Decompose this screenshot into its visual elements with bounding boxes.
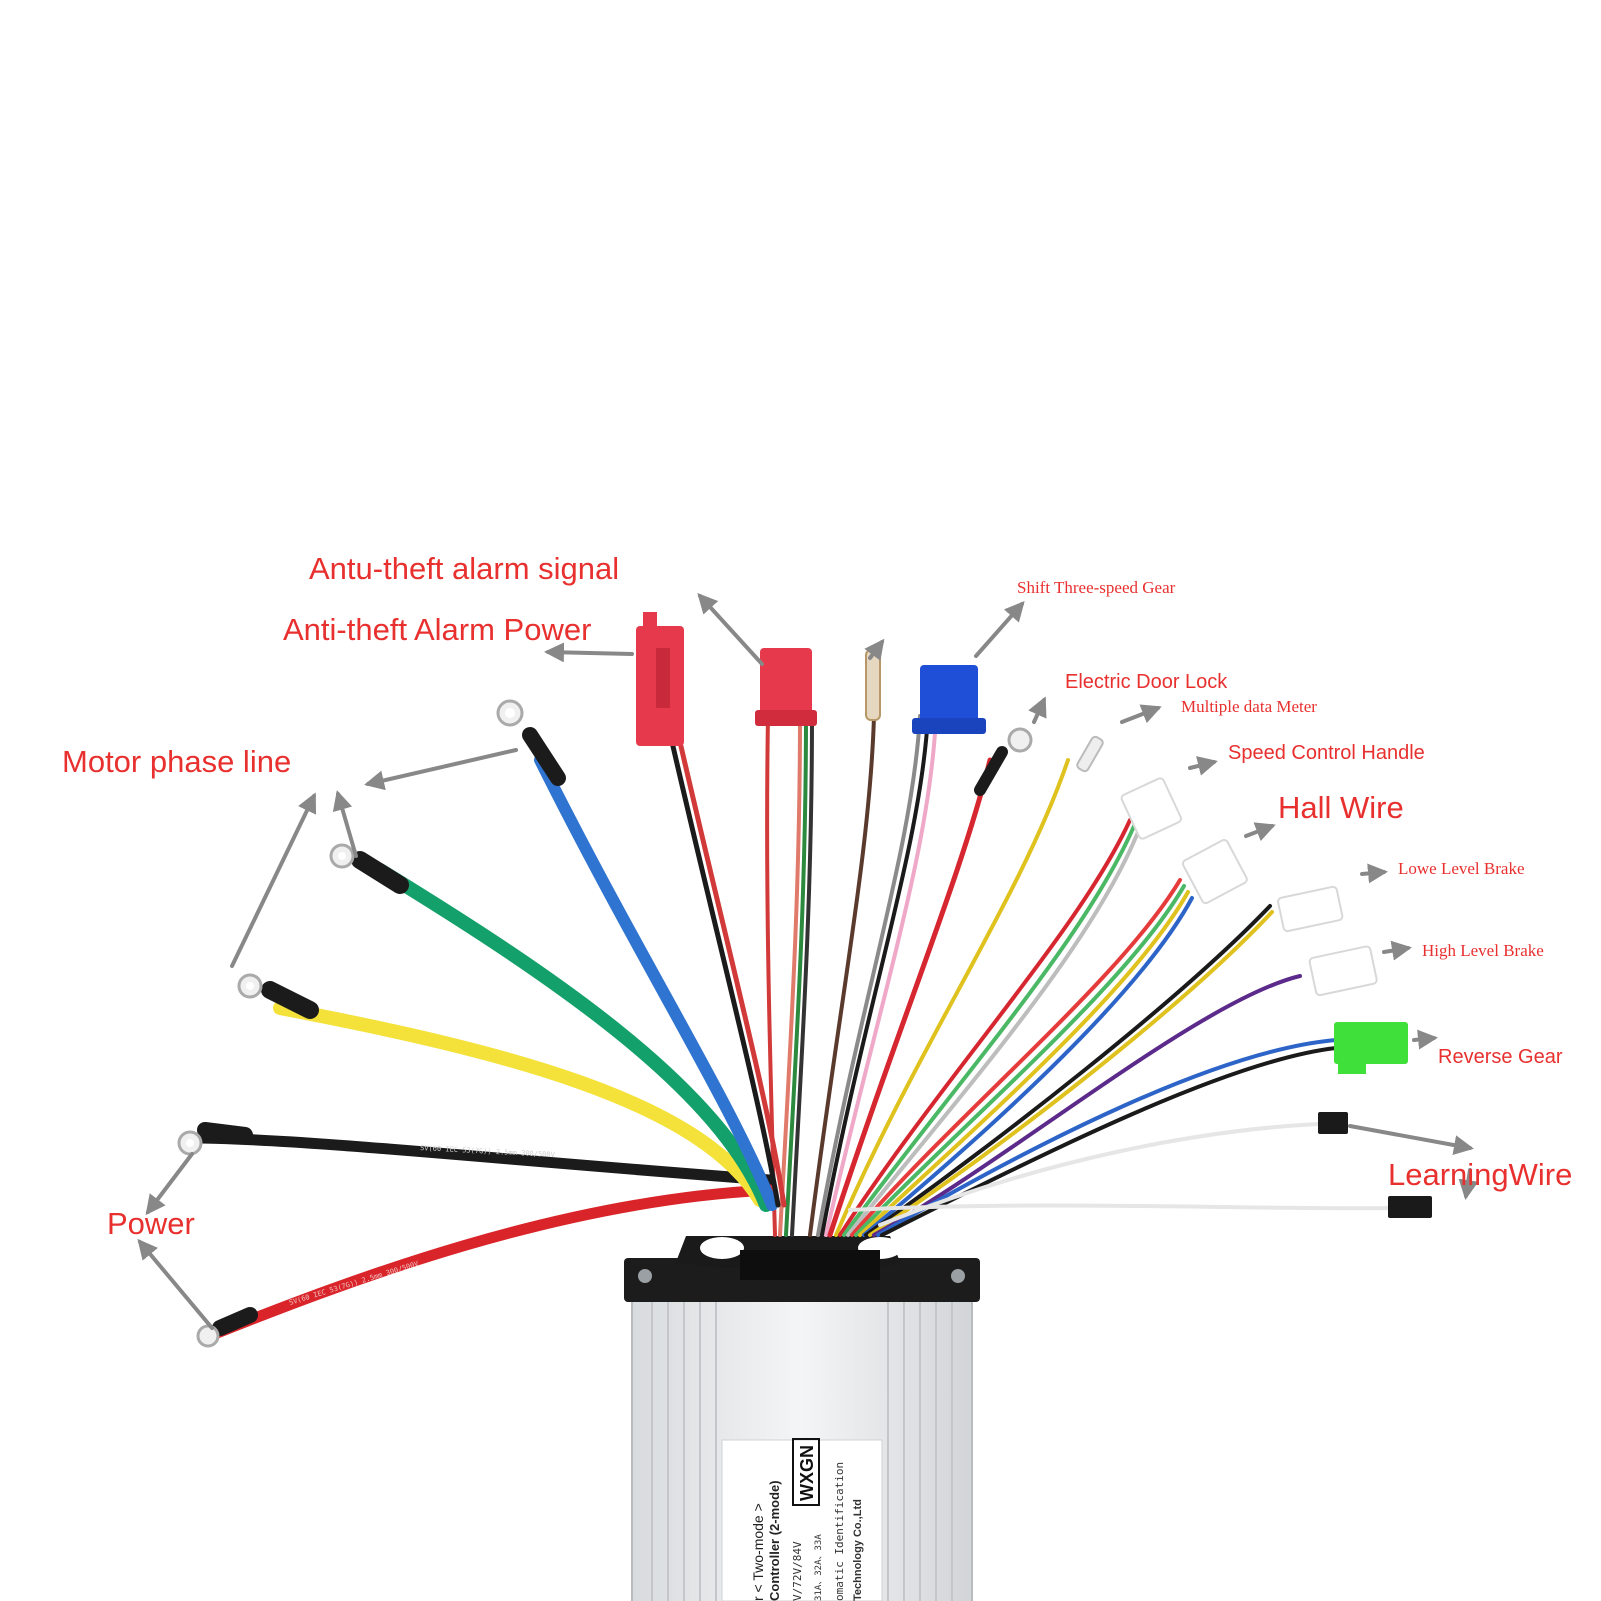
signal-wires — [765, 714, 1394, 1238]
ring-terminal-icon — [974, 727, 1033, 796]
power-wire-red — [206, 1184, 776, 1341]
arrow-icon — [332, 790, 358, 858]
controller-label-sticker — [721, 1439, 883, 1601]
ring-terminal-icon — [496, 699, 566, 786]
shift-gear-connector — [912, 665, 986, 734]
label-antitheft-signal: Antu-theft alarm signal — [309, 551, 619, 586]
label-motor-phase: Motor phase line — [62, 744, 291, 779]
red-cable-print: SV(60 IEC 53(7G)) 2.5mm 300/500V — [288, 1260, 420, 1307]
sticker-text: WXGN r < Two-mode > Controller (2-mode) … — [750, 1438, 864, 1601]
label-shift-gear: Shift Three-speed Gear — [1017, 578, 1176, 597]
phase-wire-blue — [534, 754, 778, 1211]
antitheft-power-connector — [636, 612, 684, 746]
phase-wire-yellow — [273, 1001, 767, 1207]
arrow-icon — [230, 792, 317, 968]
arrow-icon — [364, 748, 518, 791]
label-speed-handle: Speed Control Handle — [1228, 742, 1425, 764]
sticker-line-2: Controller (2-mode) — [767, 1480, 782, 1601]
arrow-icon — [1188, 756, 1218, 776]
arrow-icon — [1382, 940, 1412, 961]
sticker-line-1: r < Two-mode > — [750, 1503, 766, 1601]
power-wires — [194, 739, 787, 1341]
arrow-icon — [1348, 1124, 1474, 1155]
ring-terminals — [177, 649, 1104, 1348]
antitheft-signal-connector — [755, 648, 817, 726]
label-door-lock: Electric Door Lock — [1065, 671, 1228, 693]
ring-terminal-icon — [196, 1307, 258, 1348]
controller-housing — [624, 1236, 980, 1601]
label-low-brake: Lowe Level Brake — [1398, 859, 1525, 878]
label-learning-wire: LearningWire — [1388, 1157, 1572, 1192]
label-high-brake: High Level Brake — [1422, 941, 1544, 960]
ring-terminal-icon — [237, 973, 319, 1019]
hall-wire-connector — [1181, 839, 1248, 905]
power-wire-black — [194, 1132, 776, 1186]
spade-terminal-icon — [1076, 735, 1104, 773]
label-power: Power — [107, 1206, 195, 1241]
arrow-icon — [974, 601, 1025, 658]
spade-terminal-icon — [865, 649, 881, 721]
ring-terminal-icon — [329, 843, 409, 894]
label-reverse-gear: Reverse Gear — [1438, 1046, 1563, 1068]
label-antitheft-power: Anti-theft Alarm Power — [283, 612, 591, 647]
arrow-icon — [1412, 1029, 1438, 1050]
arrow-icon — [864, 638, 885, 661]
arrow-icon — [145, 1152, 194, 1216]
learning-wire-connector-a — [1318, 1112, 1348, 1134]
sticker-line-3: V/72V/84V — [791, 1541, 804, 1601]
arrow-icon — [544, 642, 634, 663]
label-hall-wire: Hall Wire — [1278, 790, 1404, 825]
arrow-icon — [1360, 863, 1388, 884]
reverse-gear-connector — [1334, 1022, 1408, 1074]
brand-name: WXGN — [797, 1445, 817, 1501]
arrow-icon — [1244, 822, 1276, 842]
callout-arrows — [137, 593, 1479, 1330]
label-data-meter: Multiple data Meter — [1181, 697, 1317, 716]
phase-wire-green — [373, 863, 773, 1212]
arrow-icon — [697, 593, 764, 666]
arrow-icon — [1458, 1168, 1479, 1200]
high-brake-connector — [1308, 945, 1378, 997]
sticker-line-4: 31A、32A、33A — [814, 1534, 824, 1601]
learning-wire-connector-b — [1388, 1196, 1432, 1218]
sticker-line-5: omatic Identification — [833, 1462, 846, 1601]
connectors — [636, 612, 1432, 1218]
arrow-icon — [137, 1238, 214, 1330]
arrow-icon — [1028, 696, 1047, 724]
labels: Antu-theft alarm signal Anti-theft Alarm… — [62, 551, 1572, 1241]
arrow-icon — [1120, 704, 1162, 724]
low-brake-connector — [1277, 885, 1344, 933]
sticker-line-6: Technology Co.,Ltd — [852, 1499, 864, 1601]
speed-handle-connector — [1120, 777, 1183, 840]
